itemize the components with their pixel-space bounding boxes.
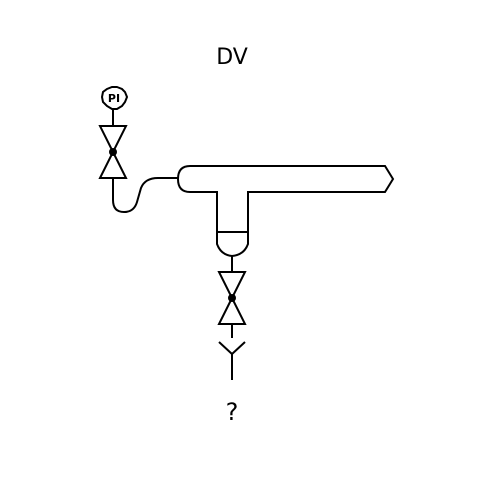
- lower-valve-icon: [217, 271, 247, 325]
- upper-valve-icon: [98, 125, 128, 179]
- diagram-title: DV: [216, 45, 248, 70]
- outlet-label: ?: [226, 398, 239, 426]
- upper-valve-stem-dot: [109, 148, 117, 156]
- gauge-tag-label: PI: [108, 92, 120, 105]
- pressure-indicator-icon: PI: [100, 86, 129, 110]
- impulse-line: [112, 177, 180, 214]
- drain-pot: [216, 231, 249, 258]
- header-pipe: [176, 165, 395, 233]
- drain-funnel-icon: [218, 341, 246, 380]
- lower-valve-stem-dot: [228, 294, 236, 302]
